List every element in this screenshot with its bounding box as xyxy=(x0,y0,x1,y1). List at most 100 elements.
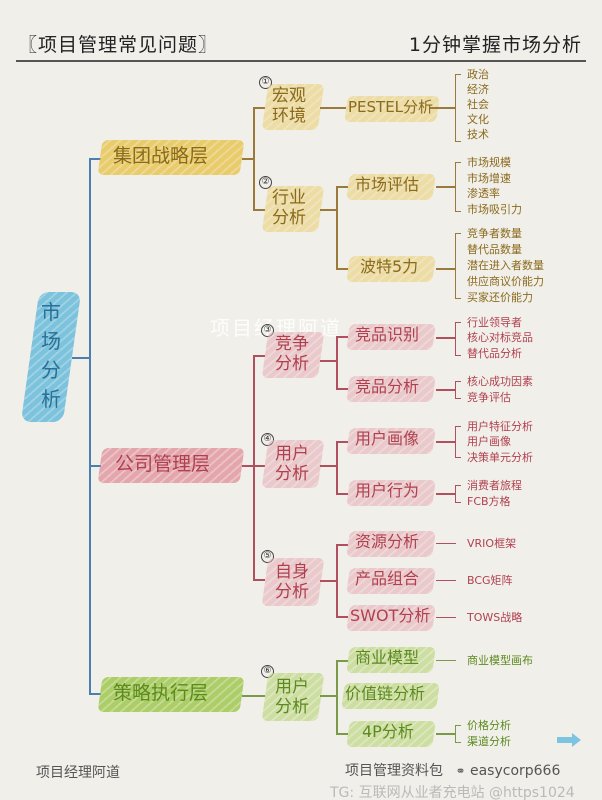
group-node-industry: 行业分析 xyxy=(272,188,306,228)
connector xyxy=(336,660,348,662)
item-node-user-persona: 用户画像 xyxy=(355,429,420,448)
leaf: 竞争者数量 xyxy=(467,227,522,240)
connector xyxy=(72,357,90,359)
leaf: 用户特征分析 xyxy=(467,420,533,433)
connector xyxy=(336,616,348,618)
footer-promo: 项目管理资料包 ⚭ easycorp666 xyxy=(345,760,560,780)
connector xyxy=(430,107,456,109)
leaf: 市场增速 xyxy=(467,172,511,185)
connector xyxy=(320,465,337,467)
header-divider xyxy=(16,60,586,62)
leaf: 替代品数量 xyxy=(467,243,522,256)
group-node-self-analysis: 自身分析 xyxy=(275,562,309,602)
connector xyxy=(436,660,456,661)
item-node-user-behavior: 用户行为 xyxy=(355,481,420,500)
group-node-competition: 竞争分析 xyxy=(275,334,309,374)
leaf: FCB方格 xyxy=(467,495,511,508)
item-node-market-eval: 市场评估 xyxy=(355,175,420,194)
connector xyxy=(320,695,337,697)
level-node-group-strategy: 集团战略层 xyxy=(113,145,209,167)
number-badge: ① xyxy=(259,76,272,89)
item-node-business-model: 商业模型 xyxy=(355,648,420,667)
leaf: VRIO框架 xyxy=(467,537,517,550)
leaf: 用户画像 xyxy=(467,435,511,448)
bracket xyxy=(455,725,461,743)
group-node-user-analysis-exec: 用户分析 xyxy=(275,677,309,717)
bracket xyxy=(455,426,461,458)
leaf: 消费者旅程 xyxy=(467,479,522,492)
connector xyxy=(242,465,254,467)
footer-promo-text: 项目管理资料包 xyxy=(345,763,443,779)
footer-wechat-id: easycorp666 xyxy=(469,763,561,779)
connector xyxy=(336,388,348,390)
connector xyxy=(89,158,91,693)
connector xyxy=(336,544,348,546)
connector xyxy=(336,493,348,495)
connector xyxy=(436,337,456,339)
connector xyxy=(336,186,348,188)
connector xyxy=(436,268,456,270)
group-node-macro-env: 宏观环境 xyxy=(272,86,306,126)
leaf: 经济 xyxy=(467,83,489,96)
connector xyxy=(253,107,265,109)
bracket xyxy=(455,381,461,399)
connector xyxy=(436,186,456,188)
bracket xyxy=(455,322,461,356)
leaf: 潜在进入者数量 xyxy=(467,259,544,272)
item-node-resource: 资源分析 xyxy=(355,532,420,551)
item-node-swot: SWOT分析 xyxy=(350,606,431,625)
leaf: 竞争评估 xyxy=(467,391,511,404)
item-node-value-chain: 价值链分析 xyxy=(345,684,426,703)
leaf: BCG矩阵 xyxy=(467,574,513,587)
connector xyxy=(320,209,337,211)
connector xyxy=(336,186,338,269)
item-node-competitor-id: 竞品识别 xyxy=(355,325,420,344)
leaf: 渠道分析 xyxy=(467,735,511,748)
leaf: 商业模型画布 xyxy=(467,654,533,667)
connector xyxy=(253,209,265,211)
connector xyxy=(320,107,346,109)
number-badge: ② xyxy=(259,176,272,189)
leaf: 政治 xyxy=(467,68,489,81)
connector xyxy=(336,660,338,734)
connector xyxy=(253,107,255,210)
item-node-4p: 4P分析 xyxy=(362,722,414,741)
connector xyxy=(336,733,348,735)
header-subtitle: 1分钟掌握市场分析 xyxy=(408,34,582,56)
leaf: 技术 xyxy=(467,128,489,141)
level-node-strategy-exec: 策略执行层 xyxy=(113,682,209,704)
leaf: TOWS战略 xyxy=(467,611,523,624)
leaf: 社会 xyxy=(467,98,489,111)
connector xyxy=(253,355,255,580)
item-label: 价值链分析 xyxy=(345,684,426,703)
connector xyxy=(436,493,456,495)
connector xyxy=(436,733,456,735)
leaf: 渗透率 xyxy=(467,187,500,200)
connector xyxy=(336,268,348,270)
connector xyxy=(336,441,338,494)
leaf: 替代品分析 xyxy=(467,347,522,360)
root-node: 市场分析 xyxy=(41,300,61,411)
arrow-right-icon[interactable] xyxy=(557,733,581,747)
connector xyxy=(89,465,101,467)
connector xyxy=(242,695,265,697)
connector xyxy=(320,360,337,362)
footer-author: 项目经理阿道 xyxy=(36,765,120,781)
leaf: 市场吸引力 xyxy=(467,203,522,216)
connector xyxy=(89,158,101,160)
leaf: 核心成功因素 xyxy=(467,375,533,388)
item-node-porter5: 波特5力 xyxy=(360,257,419,276)
connector xyxy=(336,336,348,338)
connector xyxy=(336,336,338,389)
leaf: 供应商议价能力 xyxy=(467,275,544,288)
connector xyxy=(253,355,265,357)
header-title: 〖项目管理常见问题〗 xyxy=(18,34,219,56)
connector xyxy=(436,617,456,618)
leaf: 决策单元分析 xyxy=(467,451,533,464)
bracket xyxy=(455,485,461,503)
connector xyxy=(253,579,265,581)
bracket xyxy=(455,233,461,299)
connector xyxy=(436,543,456,544)
leaf: 文化 xyxy=(467,113,489,126)
item-node-competitor-analysis: 竞品分析 xyxy=(355,377,420,396)
